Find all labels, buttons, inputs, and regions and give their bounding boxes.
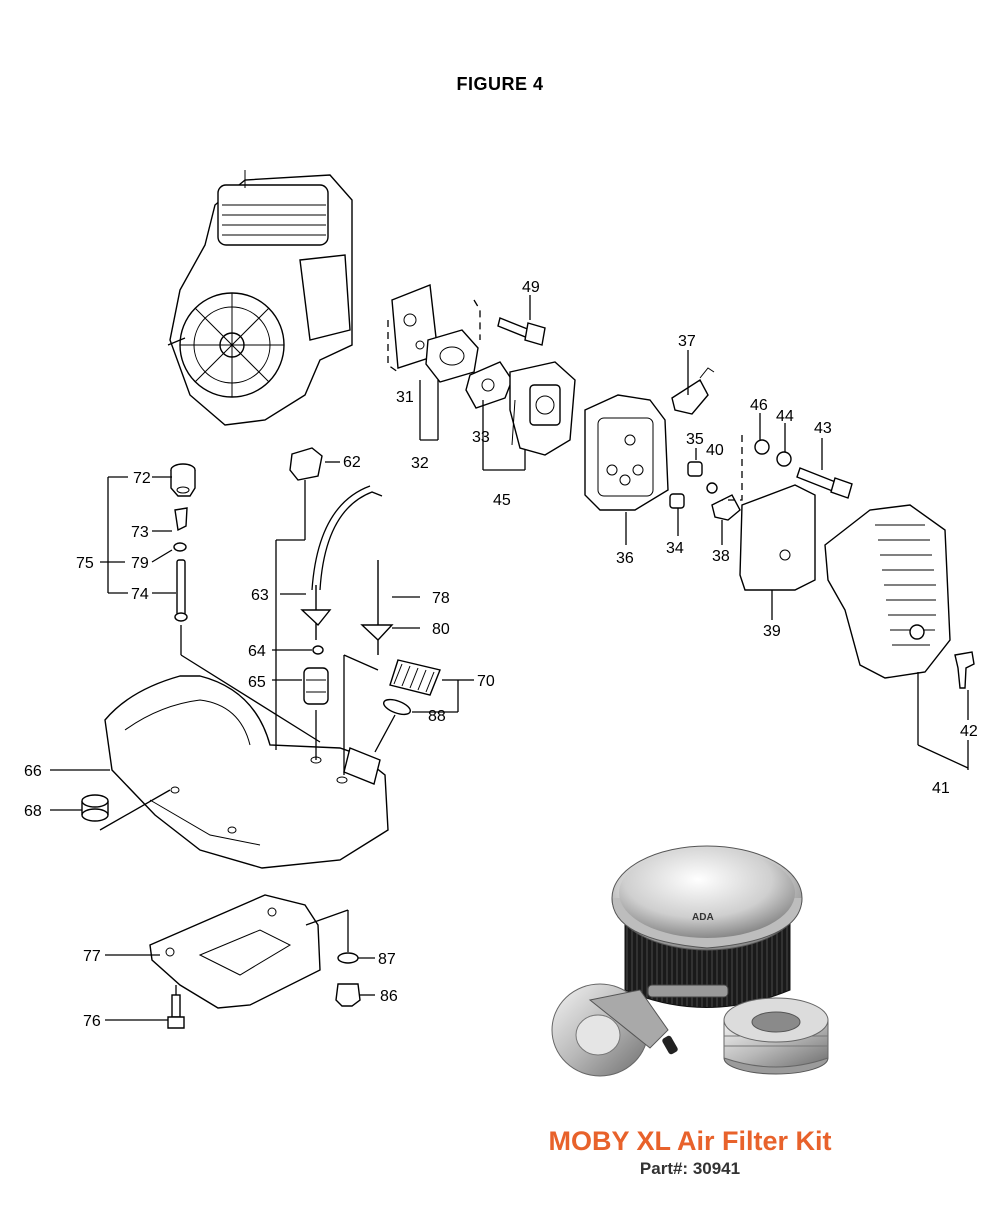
part-80-grommet: [360, 624, 394, 641]
callout-36: 36: [616, 550, 634, 567]
callout-44: 44: [776, 408, 794, 425]
product-part-number: Part#: 30941: [639, 1159, 741, 1178]
callout-37: 37: [678, 333, 696, 350]
callout-31: 31: [396, 389, 414, 406]
product-title: MOBY XL Air Filter Kit: [548, 1126, 832, 1156]
callout-35: 35: [686, 431, 704, 448]
part-66-fuel-tank: [104, 675, 389, 869]
part-44-washer: [776, 451, 792, 467]
callout-77: 77: [83, 948, 101, 965]
callout-86: 86: [380, 988, 398, 1005]
part-65-fuel-filter: [303, 667, 329, 705]
callout-64: 64: [248, 643, 266, 660]
callout-32: 32: [411, 455, 429, 472]
callout-49: 49: [522, 279, 540, 296]
part-63-fuel-line: [319, 491, 383, 591]
callout-76: 76: [83, 1013, 101, 1030]
part-79-oring: [173, 542, 187, 552]
part-45-carburetor: [509, 361, 576, 456]
part-41-air-cleaner-cover: [824, 504, 951, 679]
callout-70: 70: [477, 673, 495, 690]
part-42-screw: [954, 651, 975, 689]
engine-assembly: [167, 170, 353, 426]
callout-labels: 31 32 33 34 35 36 37 38 39 40 41 42 43 4…: [24, 279, 978, 1030]
part-37-choke-bracket: [671, 367, 715, 415]
part-77-bracket: [149, 894, 321, 1009]
callout-73: 73: [131, 524, 149, 541]
part-73-cap-part: [174, 507, 188, 532]
air-filter-kit-photo: ADA: [551, 845, 829, 1077]
part-87-washer: [337, 952, 359, 964]
part-40-washer: [706, 482, 718, 494]
callout-74: 74: [131, 586, 149, 603]
callout-68: 68: [24, 803, 42, 820]
part-46-washer: [754, 439, 770, 455]
part-32-insulator: [425, 329, 479, 383]
callout-39: 39: [763, 623, 781, 640]
part-68-mount: [81, 794, 109, 822]
callout-78: 78: [432, 590, 450, 607]
callout-34: 34: [666, 540, 684, 557]
part-72-tank-cap: [170, 463, 196, 497]
callout-62: 62: [343, 454, 361, 471]
callout-46: 46: [750, 397, 768, 414]
callout-75: 75: [76, 555, 94, 572]
callout-87: 87: [378, 951, 396, 968]
part-49-bolt: [497, 317, 546, 346]
part-88-gasket: [382, 698, 412, 716]
callout-40: 40: [706, 442, 724, 459]
callout-33: 33: [472, 429, 490, 446]
part-35-nut: [687, 461, 703, 477]
callout-42: 42: [960, 723, 978, 740]
callout-88: 88: [428, 708, 446, 725]
callout-41: 41: [932, 780, 950, 797]
part-43-bolt: [796, 467, 853, 499]
callout-72: 72: [133, 470, 151, 487]
part-38-lever: [711, 494, 741, 521]
part-76-bolt: [167, 994, 185, 1029]
callout-66: 66: [24, 763, 42, 780]
callout-45: 45: [493, 492, 511, 509]
part-62-cap: [289, 447, 323, 481]
callout-63: 63: [251, 587, 269, 604]
part-64-clip: [312, 645, 324, 655]
part-70-strainer: [389, 659, 441, 696]
callout-80: 80: [432, 621, 450, 638]
callout-65: 65: [248, 674, 266, 691]
callout-79: 79: [131, 555, 149, 572]
part-63-grommet: [300, 609, 332, 627]
part-36-air-cleaner-base: [584, 394, 669, 511]
part-86-nut: [335, 983, 361, 1007]
callout-38: 38: [712, 548, 730, 565]
callout-43: 43: [814, 420, 832, 437]
figure-title: FIGURE 4: [456, 74, 544, 94]
part-39-filter-element: [739, 484, 816, 591]
ada-logo: ADA: [692, 912, 714, 923]
part-74-breather: [174, 559, 188, 622]
part-34-nut: [669, 493, 685, 509]
part-33-gasket: [465, 361, 513, 409]
leader-lines: [50, 350, 969, 1021]
